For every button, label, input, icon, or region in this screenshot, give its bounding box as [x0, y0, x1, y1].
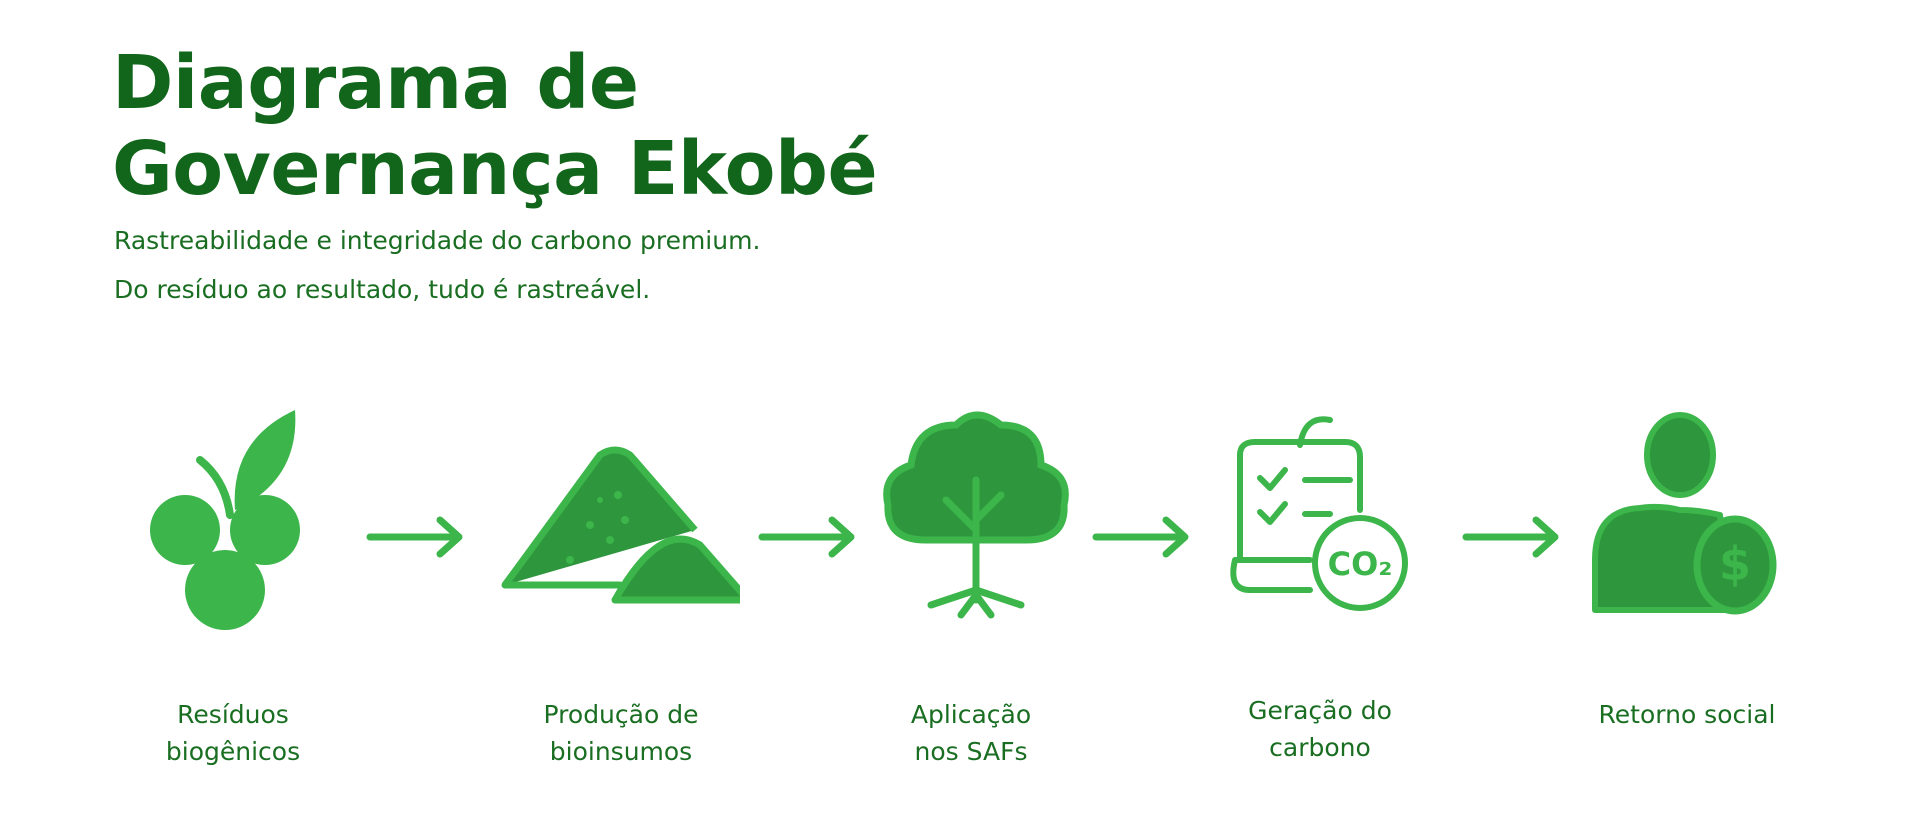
arrow-right-icon [366, 516, 463, 558]
title-line-2: Governança Ekobé [112, 126, 878, 212]
soil-pile-icon [501, 446, 740, 604]
arrow-right-icon [1462, 516, 1559, 558]
page-title: Diagrama de Governança Ekobé [112, 40, 878, 212]
person-coin: $ [1580, 400, 1820, 640]
arrow-right-icon [758, 516, 855, 558]
dollar-badge: $ [1719, 537, 1751, 591]
subtitle-line-2: Do resíduo ao resultado, tudo é rastreáv… [114, 275, 651, 304]
tree-icon [883, 411, 1069, 619]
title-line-1: Diagrama de [112, 40, 639, 126]
arrow-right-icon [1092, 516, 1189, 558]
co2-badge: CO₂ [1328, 545, 1393, 583]
subtitle-line-1: Rastreabilidade e integridade do carbono… [114, 226, 761, 255]
carbon-report-icon: CO₂ [1230, 416, 1408, 611]
person-coin-icon: $ [1592, 412, 1777, 615]
carbon-report: CO₂ [1210, 400, 1450, 640]
step-label-retorno: Retorno social [1598, 700, 1776, 729]
berries-icon [150, 410, 300, 630]
